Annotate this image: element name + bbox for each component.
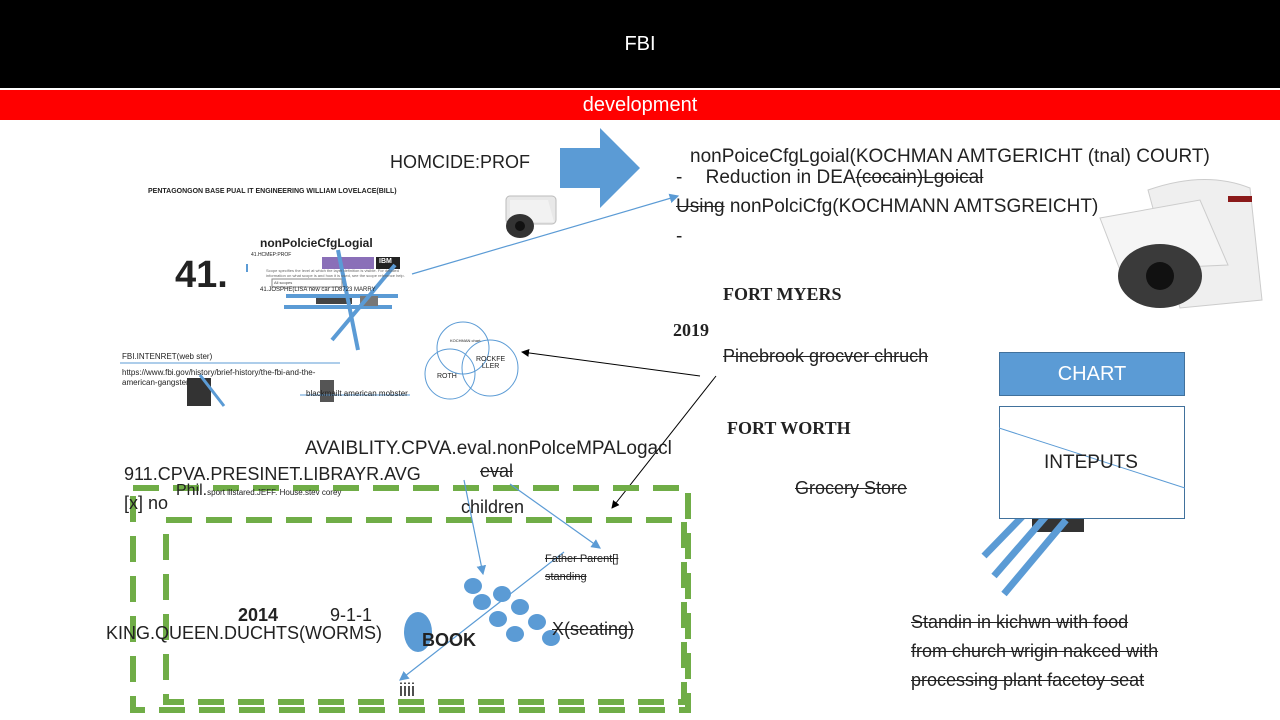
standin-line-1: Standin in kichwn with food xyxy=(911,612,1129,632)
venn-diagram xyxy=(424,321,519,400)
seating-label: X(seating) xyxy=(552,619,635,639)
pinebrook-label: Pinebrook grocver chruch xyxy=(723,346,929,366)
thumbnail-para-2: information on what scope is and how it … xyxy=(266,273,405,278)
right-line-4: - xyxy=(676,226,683,247)
arrow-right-icon xyxy=(560,128,640,208)
outer-dashed-box xyxy=(130,485,691,713)
availability-label: AVAIBLITY.CPVA.eval.nonPolceMPALogacl xyxy=(305,438,672,459)
library-label: 911.CPVA.PRESINET.LIBRAYR.AVG xyxy=(124,464,421,484)
inputs-diagonal xyxy=(999,427,1185,489)
venn-label-a: KOCHMAN chart xyxy=(450,338,481,343)
eval-strike-label: eval xyxy=(480,461,514,481)
chart-button[interactable]: CHART xyxy=(999,352,1185,396)
thumbnail-logo-title: nonPolcieCfgLogial xyxy=(260,236,373,250)
thumbnail-line-b: 41.JOSPHE(LISA new car 1D8723 MARRY xyxy=(260,287,376,293)
fort-worth-label: FORT WORTH xyxy=(727,418,851,438)
children-label: children xyxy=(461,497,525,517)
homicide-label: HOMCIDE:PROF xyxy=(390,152,531,172)
right-line-3: Using nonPolciCfg(KOCHMANN AMTSGREICHT) xyxy=(676,196,1099,217)
fbi-url-1: https://www.fbi.gov/history/brief-histor… xyxy=(122,368,316,377)
inputs-label: INTEPUTS xyxy=(1044,452,1138,473)
mobster-caption: blackmailt american mobster xyxy=(306,389,408,398)
fort-myers-label: FORT MYERS xyxy=(723,284,842,304)
right-line-1: nonPoiceCfgLgoial(KOCHMAN AMTGERICHT (tn… xyxy=(690,146,1210,167)
book-oval xyxy=(404,612,432,652)
thumbnail-heading: PENTAGONGON BASE PUAL IT ENGINEERING WIL… xyxy=(148,188,397,195)
venn-label-c: ROTH xyxy=(437,373,457,380)
checkbox-no[interactable]: [x] no xyxy=(124,493,169,513)
header-title: FBI xyxy=(624,32,656,55)
standing-label: standing xyxy=(545,571,587,583)
thumbnail-graphics xyxy=(120,249,410,407)
thumbnail-number: 41. xyxy=(175,254,228,296)
king-queen-label: KING.QUEEN.DUCHTS(WORMS) xyxy=(106,623,382,643)
ibm-logo: IBM xyxy=(379,258,392,265)
dots-cluster xyxy=(464,578,560,646)
sport-line: Phil.sport lllstared.JEFF. House.stev co… xyxy=(176,482,342,499)
year-2019: 2019 xyxy=(673,320,709,340)
thumbnail-line-a: 41.HCMEP:PROF xyxy=(251,252,292,258)
thumbnail-select: All scopes xyxy=(274,280,293,285)
fbi-internet-label: FBI.INTENRET(web ster) xyxy=(122,352,213,361)
fbi-url-2: american-gangster xyxy=(122,378,189,387)
subtitle: development xyxy=(582,93,698,116)
standin-line-3: processing plant facetoy seat xyxy=(911,670,1145,690)
standin-line-2: from church wrigin nakced with xyxy=(911,641,1159,661)
inputs-box[interactable] xyxy=(999,406,1185,519)
subtitle-bar: development xyxy=(0,90,1280,120)
thumbnail-para-1: Scope specifies the level at which the l… xyxy=(266,268,399,273)
grocery-store-label: Grocery Store xyxy=(795,478,908,498)
iiii-label: iiii xyxy=(399,680,415,700)
header-title-bar: FBI xyxy=(0,0,1280,88)
venn-label-b: ROCKFE LLER xyxy=(476,356,506,370)
inner-dashed-box xyxy=(163,517,687,705)
nine-one-one: 9-1-1 xyxy=(330,605,373,625)
right-line-2: - Reduction in DEA(cocain)Lgoical xyxy=(676,167,984,188)
father-parent-label: Father Parent[] xyxy=(545,553,619,565)
camera-large-icon xyxy=(1099,178,1263,309)
year-2014: 2014 xyxy=(238,605,279,625)
book-label: BOOK xyxy=(422,630,476,650)
camera-icon xyxy=(505,195,557,238)
